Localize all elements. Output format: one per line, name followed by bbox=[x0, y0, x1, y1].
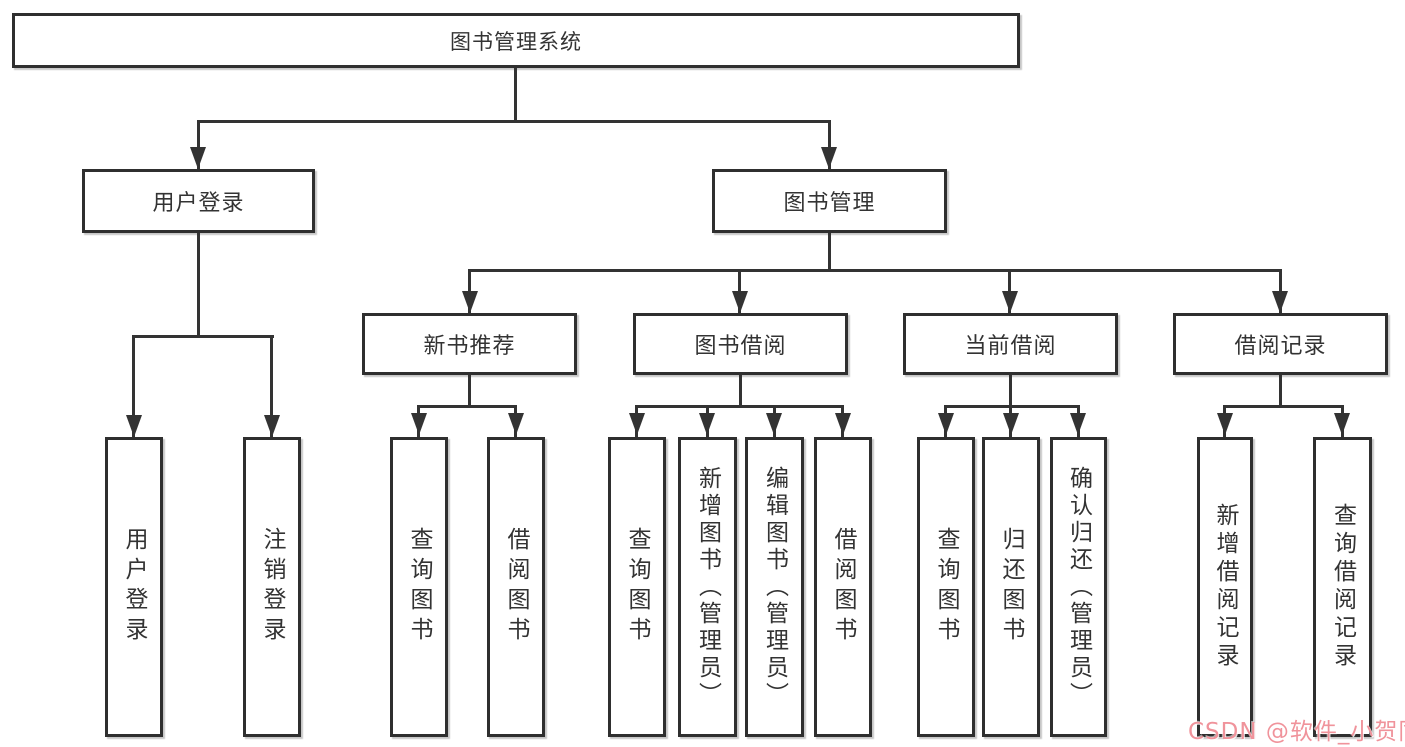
connector-vline bbox=[514, 68, 517, 123]
node-leaf-query-borrow-record: 查询借阅记录 bbox=[1313, 437, 1372, 737]
connector-hline bbox=[635, 405, 844, 408]
node-leaf-query-books-recommend: 查询图书 bbox=[390, 437, 448, 737]
connector-arrow-down bbox=[766, 413, 782, 435]
connector-arrow-down bbox=[462, 291, 478, 313]
connector-arrow-down bbox=[629, 413, 645, 435]
node-book-borrow: 图书借阅 bbox=[633, 313, 848, 375]
connector-arrow-down bbox=[126, 415, 142, 437]
node-leaf-logout: 注销登录 bbox=[243, 437, 301, 737]
connector-arrow-down bbox=[264, 415, 280, 437]
node-book-management: 图书管理 bbox=[712, 169, 947, 233]
node-leaf-confirm-return-admin: 确认归还（管理员） bbox=[1050, 437, 1107, 737]
node-leaf-edit-book-admin: 编辑图书（管理员） bbox=[745, 437, 804, 737]
connector-vline bbox=[197, 120, 200, 169]
connector-vline bbox=[1009, 375, 1012, 405]
watermark-text: CSDN @软件_小贺同学 bbox=[1188, 719, 1405, 745]
connector-hline bbox=[417, 405, 517, 408]
connector-hline bbox=[944, 405, 1080, 408]
connector-vline bbox=[197, 233, 200, 335]
node-leaf-add-book-admin: 新增图书（管理员） bbox=[678, 437, 737, 737]
node-leaf-query-books-current: 查询图书 bbox=[917, 437, 975, 737]
connector-vline bbox=[468, 375, 471, 405]
node-leaf-borrow-books-recommend: 借阅图书 bbox=[487, 437, 545, 737]
connector-arrow-down bbox=[411, 413, 427, 435]
connector-hline bbox=[1223, 405, 1344, 408]
node-leaf-query-books-borrow: 查询图书 bbox=[608, 437, 666, 737]
node-leaf-add-borrow-record: 新增借阅记录 bbox=[1197, 437, 1253, 737]
connector-hline bbox=[197, 120, 831, 123]
node-new-book-recommend: 新书推荐 bbox=[362, 313, 577, 375]
node-root: 图书管理系统 bbox=[12, 13, 1020, 68]
connector-arrow-down bbox=[1272, 291, 1288, 313]
connector-arrow-down bbox=[1002, 291, 1018, 313]
connector-arrow-down bbox=[732, 291, 748, 313]
connector-arrow-down bbox=[835, 413, 851, 435]
connector-arrow-down bbox=[699, 413, 715, 435]
connector-vline bbox=[828, 120, 831, 169]
connector-hline bbox=[469, 269, 1282, 272]
node-leaf-user-login: 用户登录 bbox=[105, 437, 163, 737]
connector-vline bbox=[270, 335, 273, 437]
connector-vline bbox=[1279, 375, 1282, 405]
connector-arrow-down bbox=[190, 147, 206, 169]
connector-arrow-down bbox=[1334, 413, 1350, 435]
connector-vline bbox=[828, 233, 831, 271]
node-user-login: 用户登录 bbox=[82, 169, 315, 233]
connector-vline bbox=[739, 375, 742, 405]
connector-arrow-down bbox=[1217, 413, 1233, 435]
connector-arrow-down bbox=[938, 413, 954, 435]
connector-arrow-down bbox=[1070, 413, 1086, 435]
node-current-borrow: 当前借阅 bbox=[903, 313, 1118, 375]
connector-vline bbox=[132, 335, 135, 437]
node-leaf-borrow-books: 借阅图书 bbox=[814, 437, 872, 737]
connector-arrow-down bbox=[1003, 413, 1019, 435]
connector-hline bbox=[132, 335, 274, 338]
node-leaf-return-book: 归还图书 bbox=[982, 437, 1040, 737]
connector-arrow-down bbox=[508, 413, 524, 435]
node-borrow-records: 借阅记录 bbox=[1173, 313, 1388, 375]
connector-arrow-down bbox=[821, 147, 837, 169]
